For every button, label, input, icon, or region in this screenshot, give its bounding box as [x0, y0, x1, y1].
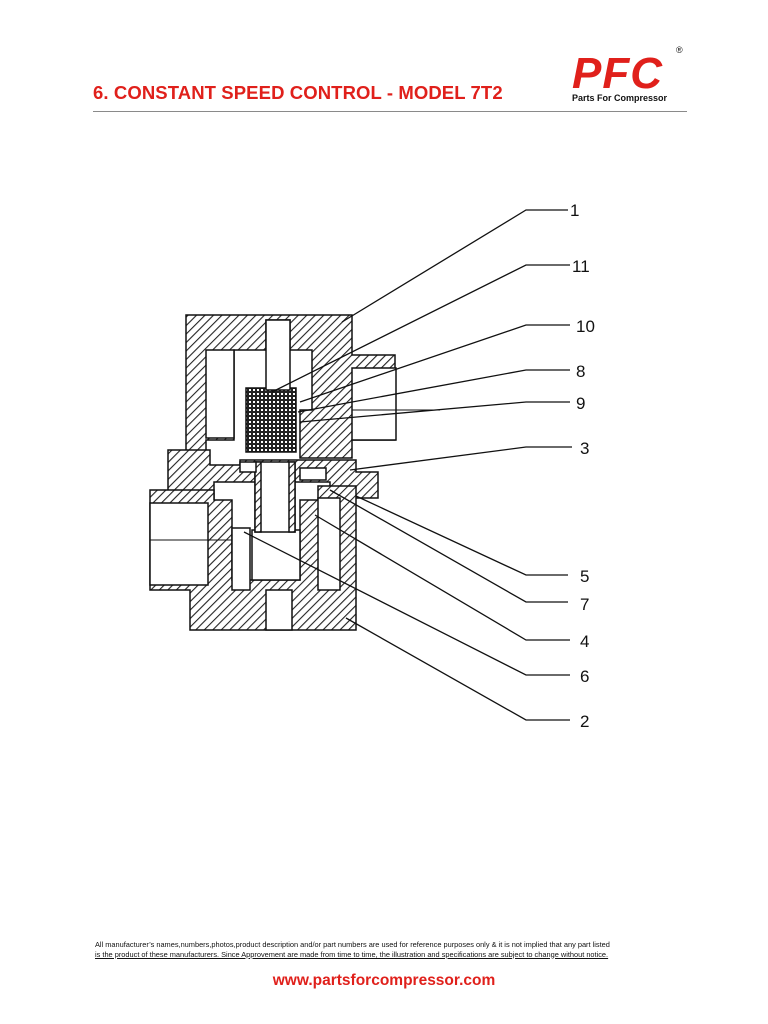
callout-2: 2 — [580, 712, 589, 731]
left-port — [149, 502, 209, 586]
leader-lines — [243, 209, 572, 721]
callout-labels: 1 11 10 8 9 3 5 7 4 6 2 — [570, 201, 595, 731]
callout-8: 8 — [576, 362, 585, 381]
callout-1: 1 — [570, 201, 579, 220]
right-port — [351, 367, 397, 441]
bottom-bore — [265, 589, 293, 631]
logo-text: PFC — [572, 49, 663, 98]
header-divider — [93, 111, 687, 112]
disclaimer: All manufacturer’s names,numbers,photos,… — [95, 940, 689, 959]
valve-body — [149, 314, 397, 631]
seat-ring — [239, 461, 257, 473]
callout-6: 6 — [580, 667, 589, 686]
callout-3: 3 — [580, 439, 589, 458]
leader-1 — [341, 209, 568, 323]
callout-9: 9 — [576, 394, 585, 413]
leader-5 — [355, 495, 568, 576]
tube-wall-left — [254, 461, 262, 533]
leader-9 — [299, 401, 570, 423]
seat-ring-right — [299, 467, 327, 481]
leader-2 — [345, 617, 570, 721]
lower-cavity — [251, 529, 301, 581]
top-bore — [265, 319, 291, 391]
leader-8 — [297, 369, 570, 413]
website-link[interactable]: www.partsforcompressor.com — [272, 972, 496, 989]
leader-6 — [243, 531, 570, 676]
pfc-logo: PFC ® — [572, 45, 683, 98]
callout-10: 10 — [576, 317, 595, 336]
lower-cavity-right — [317, 497, 341, 591]
disclaimer-line-1: All manufacturer’s names,numbers,photos,… — [95, 940, 610, 949]
lower-cavity-left — [231, 527, 251, 591]
callout-7: 7 — [580, 595, 589, 614]
leader-10 — [299, 324, 570, 403]
registered-mark: ® — [676, 45, 683, 55]
leader-11 — [271, 264, 570, 393]
leader-7 — [329, 489, 568, 603]
logo-tagline: Parts For Compressor — [572, 93, 668, 103]
cap-left-wall — [205, 349, 235, 439]
leader-3 — [349, 446, 572, 471]
tube-wall-right — [288, 461, 296, 533]
filter-element — [245, 387, 297, 453]
callout-11: 11 — [572, 257, 590, 276]
leader-4 — [314, 514, 570, 641]
cross-section-diagram: 1 11 10 8 9 3 5 7 4 6 2 — [149, 201, 595, 731]
callout-4: 4 — [580, 632, 589, 651]
disclaimer-line-2: is the product of these manufacturers. S… — [95, 949, 609, 959]
page-title: 6. CONSTANT SPEED CONTROL - MODEL 7T2 — [93, 82, 503, 103]
callout-5: 5 — [580, 567, 589, 586]
